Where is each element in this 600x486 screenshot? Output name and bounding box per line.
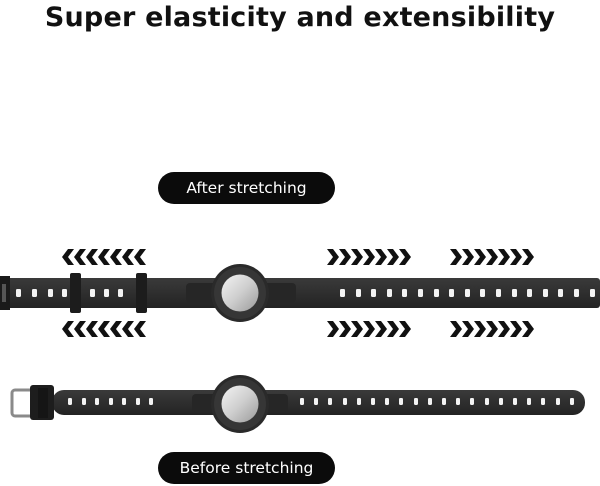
band-hole bbox=[496, 289, 501, 297]
relaxed-band bbox=[10, 385, 585, 420]
band-hole bbox=[32, 289, 37, 297]
band-hole bbox=[300, 398, 304, 405]
band-hole bbox=[402, 289, 407, 297]
band-hole bbox=[541, 398, 545, 405]
band-hole bbox=[442, 398, 446, 405]
heading: Super elasticity and extensibility bbox=[44, 2, 556, 33]
band-hole bbox=[68, 398, 72, 405]
band-hole bbox=[543, 289, 548, 297]
band-hole bbox=[499, 398, 503, 405]
arrows-left-top bbox=[62, 249, 146, 265]
band-hole bbox=[513, 398, 517, 405]
band-hole bbox=[399, 398, 403, 405]
band-hole bbox=[328, 398, 332, 405]
after-stretching-label: After stretching bbox=[158, 172, 335, 204]
band-hole bbox=[449, 289, 454, 297]
arrows-right-bottom-2 bbox=[450, 321, 534, 337]
arrows-right-top-1 bbox=[327, 249, 411, 265]
band-hole bbox=[512, 289, 517, 297]
band-hole bbox=[340, 289, 345, 297]
band-hole bbox=[428, 398, 432, 405]
band-hole bbox=[122, 398, 126, 405]
band-hole bbox=[48, 289, 53, 297]
band-hole bbox=[371, 398, 375, 405]
band-hole bbox=[570, 398, 574, 405]
band-hole bbox=[527, 289, 532, 297]
band-hole bbox=[558, 289, 563, 297]
band-hole bbox=[387, 289, 392, 297]
band-hole bbox=[343, 398, 347, 405]
band-hole bbox=[414, 398, 418, 405]
arrows-right-bottom-1 bbox=[327, 321, 411, 337]
arrows-left-bottom bbox=[62, 321, 146, 337]
band-hole bbox=[90, 289, 95, 297]
band-hole bbox=[456, 398, 460, 405]
band-hole bbox=[357, 398, 361, 405]
band-hole bbox=[480, 289, 485, 297]
band-hole bbox=[95, 398, 99, 405]
band-hole bbox=[470, 398, 474, 405]
band-hole bbox=[556, 398, 560, 405]
band-hole bbox=[314, 398, 318, 405]
arrows-right-top-2 bbox=[450, 249, 534, 265]
band-hole bbox=[109, 398, 113, 405]
band-hole bbox=[590, 289, 595, 297]
band-hole bbox=[118, 289, 123, 297]
band-hole bbox=[356, 289, 361, 297]
band-hole bbox=[371, 289, 376, 297]
band-hole bbox=[82, 398, 86, 405]
band-hole bbox=[418, 289, 423, 297]
band-hole bbox=[385, 398, 389, 405]
before-stretching-label: Before stretching bbox=[158, 452, 335, 484]
stretched-band bbox=[0, 273, 600, 313]
tracker-case-bottom bbox=[211, 375, 269, 433]
band-hole bbox=[62, 289, 67, 297]
band-hole bbox=[485, 398, 489, 405]
band-hole bbox=[527, 398, 531, 405]
band-hole bbox=[149, 398, 153, 405]
band-hole bbox=[104, 289, 109, 297]
band-hole bbox=[574, 289, 579, 297]
band-hole bbox=[16, 289, 21, 297]
band-hole bbox=[136, 398, 140, 405]
band-hole bbox=[465, 289, 470, 297]
tracker-case-top bbox=[211, 264, 269, 322]
band-hole bbox=[434, 289, 439, 297]
